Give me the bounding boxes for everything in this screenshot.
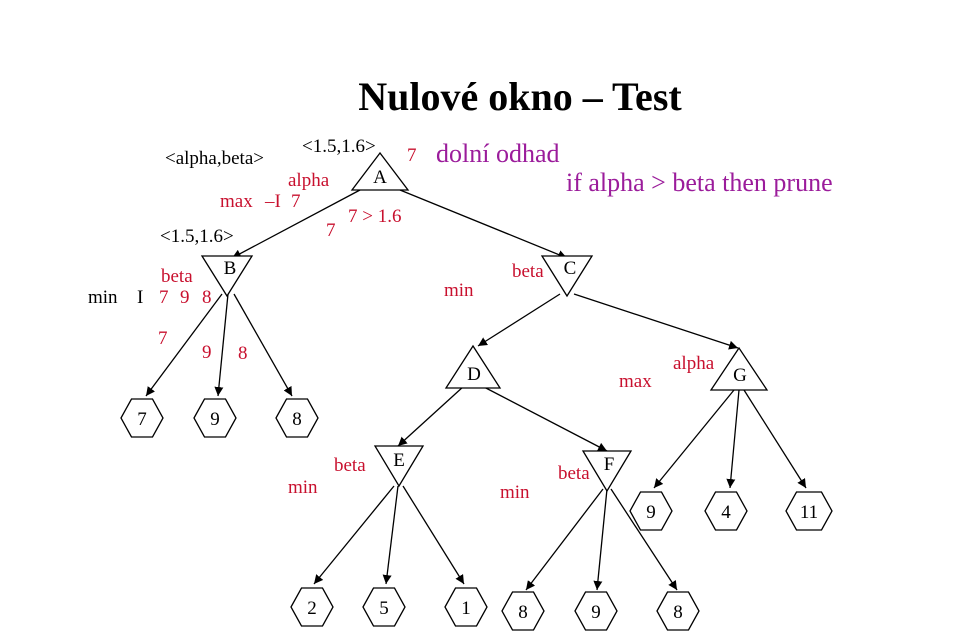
leaf-b2: 9: [193, 398, 237, 438]
beta-f-label: beta: [558, 463, 590, 484]
leaf-b2-value: 9: [210, 409, 220, 430]
beta-e-label: beta: [334, 455, 366, 476]
leaf-e1: 2: [290, 587, 334, 627]
leaf-g3: 11: [785, 491, 833, 531]
node-f: F: [581, 450, 633, 493]
leaf-g1: 9: [629, 491, 673, 531]
edge-e-leaf3: [402, 485, 465, 585]
edge-d-f: [481, 385, 608, 452]
node-b-label: B: [224, 258, 237, 279]
node-e-label: E: [393, 450, 405, 471]
edge-b-leaf2: [214, 293, 229, 397]
min-e-label: min: [288, 477, 318, 498]
beta-c-label: beta: [512, 261, 544, 282]
node-g: G: [709, 346, 769, 391]
edge-f-leaf1: [525, 488, 604, 591]
node-a: A: [350, 151, 410, 191]
leaf-g2-value: 4: [721, 502, 731, 523]
b-value-3: 8: [202, 287, 212, 308]
leaf-e1-value: 2: [307, 598, 317, 619]
node-g-label: G: [733, 365, 747, 386]
alpha-value-label: 7: [291, 191, 301, 212]
leaf-b1-value: 7: [137, 409, 147, 430]
node-e: E: [373, 445, 425, 488]
prune-rule-note: if alpha > beta then prune: [566, 168, 833, 197]
leaf-g1-value: 9: [646, 502, 656, 523]
edge-c-d: [477, 293, 561, 347]
edge-f-leaf2: [593, 488, 608, 591]
edge-d-e: [397, 385, 465, 447]
edge-a-b: [231, 189, 361, 259]
leaf-b3-value: 8: [292, 409, 302, 430]
window-b-label: <1.5,1.6>: [160, 226, 234, 247]
min-c-label: min: [444, 280, 474, 301]
node-d-label: D: [467, 364, 481, 385]
edge-c-g: [573, 293, 739, 350]
inf-left-label: I: [137, 287, 143, 308]
max-g-label: max: [619, 371, 652, 392]
window-root-label: <1.5,1.6>: [302, 136, 376, 157]
node-c-label: C: [564, 258, 577, 279]
edge-b-leaf3: [233, 293, 293, 397]
leaf-f1: 8: [501, 591, 545, 631]
node-c: C: [540, 255, 594, 298]
leaf-f3-value: 8: [673, 602, 683, 623]
leaf-g3-value: 11: [800, 502, 818, 523]
leaf-e3: 1: [444, 587, 488, 627]
edge-b-leaf1: [145, 293, 223, 397]
node-b: B: [200, 255, 254, 298]
tree-edges: [145, 189, 807, 591]
node-a-label: A: [373, 167, 387, 188]
leaf-f2-value: 9: [591, 602, 601, 623]
b-value-2: 9: [180, 287, 190, 308]
minus-infinity-label: –I: [264, 191, 281, 212]
edge-b-value-1: 7: [158, 328, 168, 349]
b-value-1: 7: [159, 287, 169, 308]
alpha-root-label: alpha: [288, 170, 330, 191]
edge-f-leaf3: [610, 488, 678, 591]
leaf-f1-value: 8: [518, 602, 528, 623]
window-header-label: <alpha,beta>: [165, 148, 264, 169]
edge-a-c: [399, 189, 568, 259]
leaf-e3-value: 1: [461, 598, 471, 619]
max-label: max: [220, 191, 253, 212]
leaf-f3: 8: [656, 591, 700, 631]
leaf-g2: 4: [704, 491, 748, 531]
leaf-e2: 5: [362, 587, 406, 627]
lower-bound-note: dolní odhad: [436, 139, 560, 168]
edge-e-leaf2: [382, 485, 399, 585]
min-f-label: min: [500, 482, 530, 503]
leaf-e2-value: 5: [379, 598, 389, 619]
leaf-b3: 8: [275, 398, 319, 438]
edge-b-value-2: 9: [202, 342, 212, 363]
leaf-f2: 9: [574, 591, 618, 631]
edge-b-value-3: 8: [238, 343, 248, 364]
edge-e-leaf1: [313, 485, 395, 585]
edge-g-leaf3: [743, 389, 807, 489]
min-left-label: min: [88, 287, 118, 308]
node-f-label: F: [604, 454, 615, 475]
edge-g-leaf1: [653, 389, 735, 489]
page-title: Nulové okno – Test: [358, 74, 682, 119]
root-value-label: 7: [407, 145, 417, 166]
leaves: 7 9 8 2 5 1 8 9: [120, 398, 833, 631]
comparison-label: 7 > 1.6: [348, 206, 401, 227]
leaf-b1: 7: [120, 398, 164, 438]
alpha-g-label: alpha: [673, 353, 715, 374]
edge-g-leaf2: [726, 389, 740, 489]
node-d: D: [444, 344, 502, 389]
root-edge-value-label: 7: [326, 220, 336, 241]
beta-b-label: beta: [161, 266, 193, 287]
